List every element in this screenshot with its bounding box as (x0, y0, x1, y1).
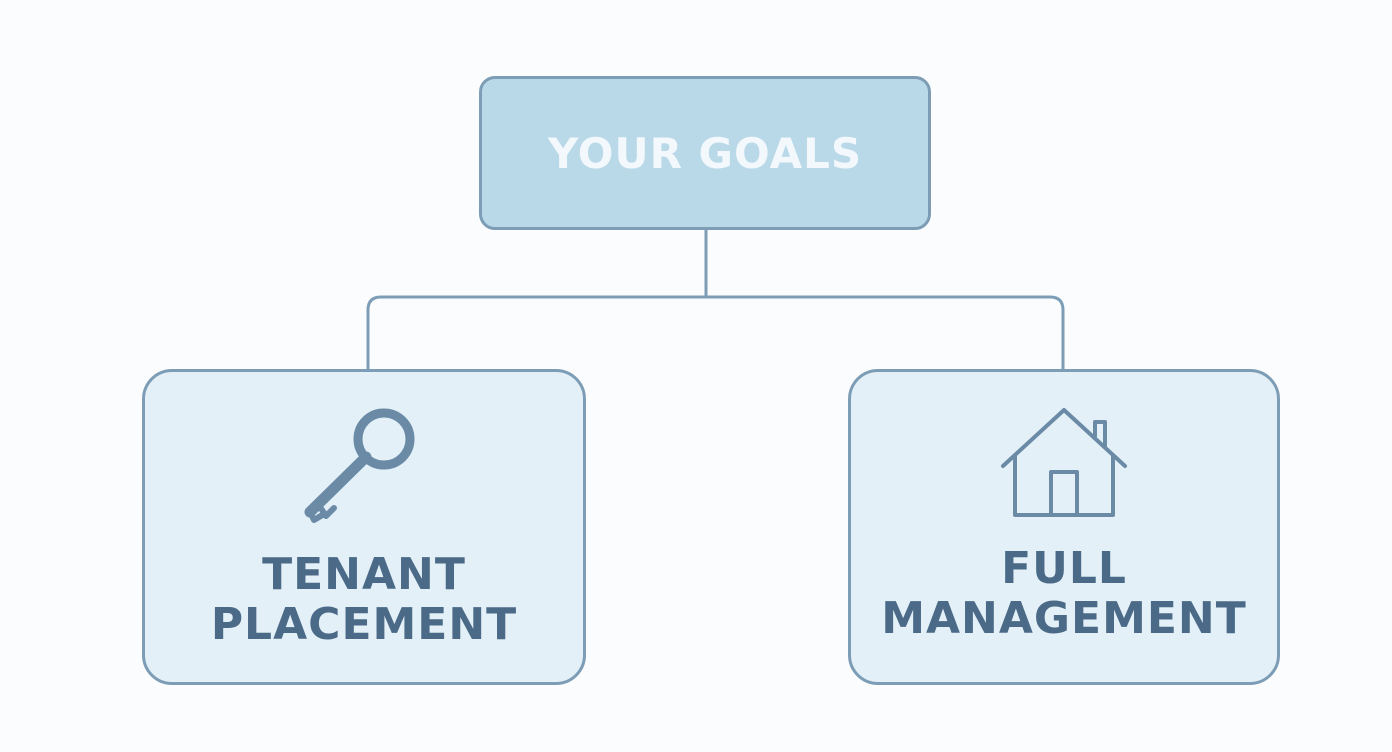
child-node-full-management: FULL MANAGEMENT (848, 369, 1280, 685)
child-node-label: TENANT PLACEMENT (145, 550, 583, 650)
root-node-your-goals: YOUR GOALS (479, 76, 931, 230)
label-line: PLACEMENT (210, 599, 518, 650)
root-node-label: YOUR GOALS (547, 128, 863, 178)
child-node-label: FULL MANAGEMENT (851, 544, 1277, 644)
connector-branch (366, 295, 1065, 369)
label-line: MANAGEMENT (881, 593, 1247, 644)
key-icon (294, 404, 434, 538)
house-icon (999, 406, 1129, 522)
label-line: TENANT (262, 549, 466, 600)
child-node-tenant-placement: TENANT PLACEMENT (142, 369, 586, 685)
label-line: FULL (1001, 543, 1127, 594)
